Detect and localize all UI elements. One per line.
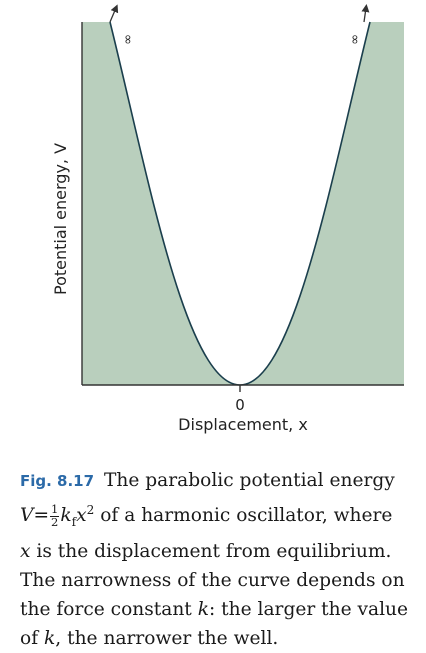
caption-text-2: of a harmonic oscillator, where — [94, 505, 393, 527]
caption-text-1: The parabolic potential energy — [103, 470, 395, 491]
caption-line-6: of k, the narrower the well. — [20, 624, 416, 653]
caption-k-var-2: k — [44, 627, 56, 649]
equation-k: k — [60, 505, 72, 527]
caption-line-3: x is the displacement from equilibrium. — [20, 537, 416, 566]
caption-text-5b: : the larger the value — [208, 598, 409, 620]
right-infinity-arrow — [361, 4, 370, 23]
figure-number-label: Fig. 8.17 — [20, 472, 95, 490]
caption-line-4: The narrowness of the curve depends on — [20, 569, 405, 591]
right-infinity-label: ∞ — [347, 34, 362, 45]
y-axis-label: Potential energy, V — [51, 143, 70, 295]
caption-text-6b: , the narrower the well. — [55, 627, 279, 649]
equation-v: V — [20, 505, 34, 527]
equation-k-subscript: f — [71, 514, 77, 529]
caption-line-1: Fig. 8.17 The parabolic potential energy — [20, 466, 416, 496]
origin-label: 0 — [235, 396, 245, 414]
potential-energy-diagram: ∞ ∞ Potential energy, V 0 Displacement, … — [51, 4, 404, 434]
figure-caption: Fig. 8.17 The parabolic potential energy… — [20, 466, 416, 653]
caption-text-6a: of — [20, 627, 44, 649]
equation-x-superscript: 2 — [86, 503, 95, 517]
x-axis-label: Displacement, x — [178, 415, 308, 434]
equation-equals: = — [33, 505, 50, 527]
caption-line-5: the force constant k: the larger the val… — [20, 595, 416, 624]
potential-well-shaded-region — [82, 22, 404, 385]
caption-x-var: x — [20, 540, 31, 562]
caption-k-var-1: k — [197, 598, 209, 620]
caption-text-5a: the force constant — [20, 598, 198, 620]
equation-x: x — [76, 505, 87, 527]
caption-text-3: is the displacement from equilibrium. — [30, 540, 392, 562]
fraction-denominator: 2 — [51, 515, 59, 530]
fraction-numerator: 1 — [50, 502, 60, 518]
left-infinity-label: ∞ — [120, 34, 135, 45]
left-infinity-arrow — [109, 4, 119, 23]
